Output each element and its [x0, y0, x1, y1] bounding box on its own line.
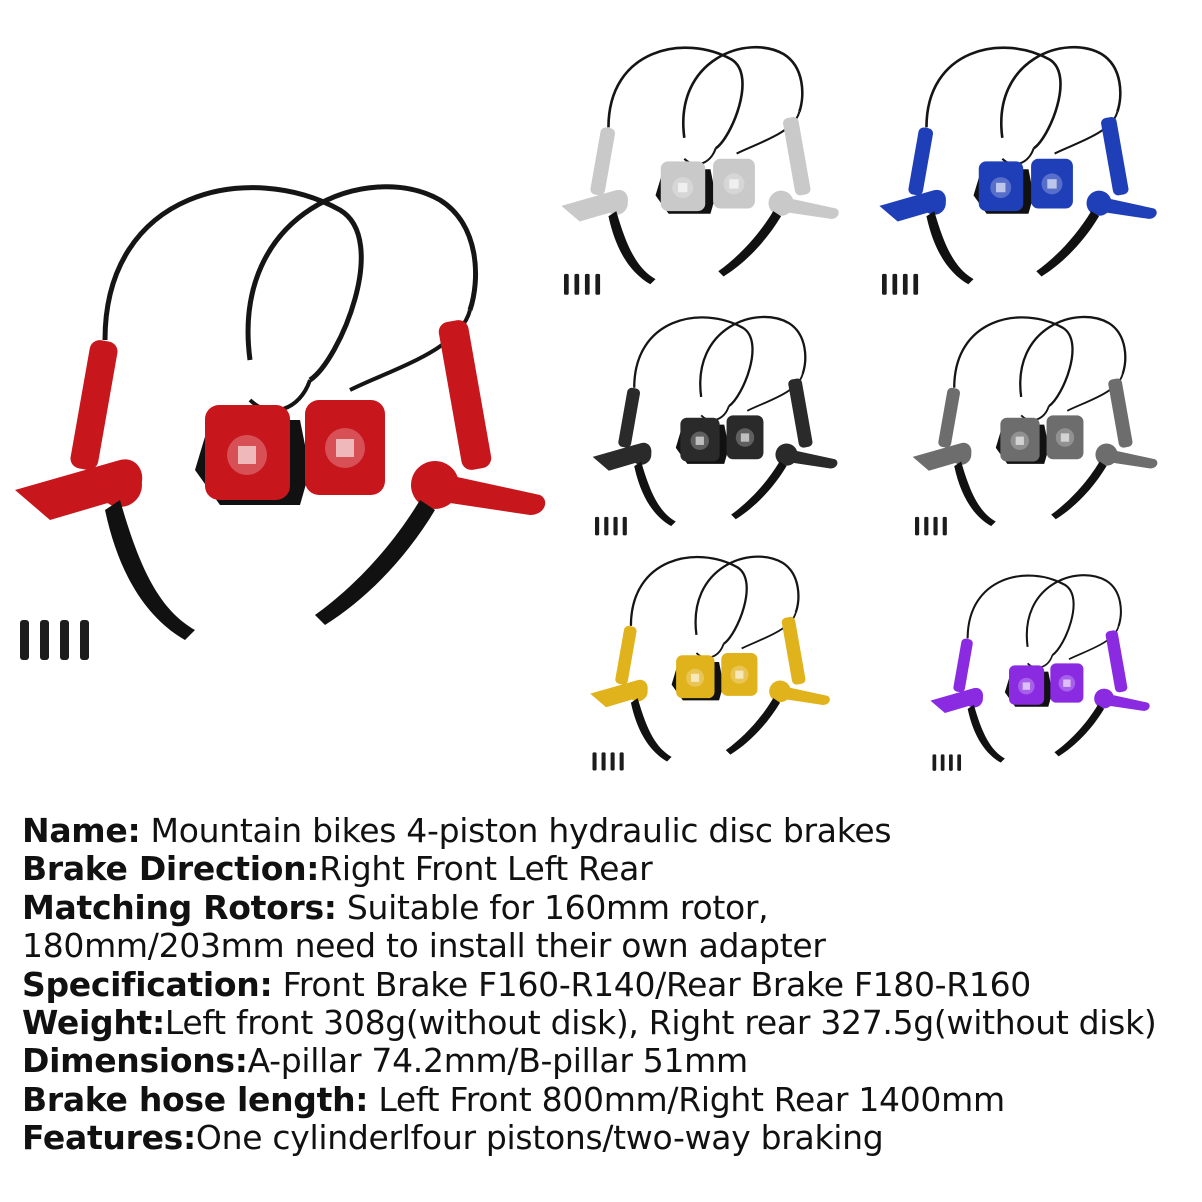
- spec-matching-rotors: Matching Rotors: Suitable for 160mm roto…: [22, 887, 1198, 927]
- spec-weight-value: Left front 308g(without disk), Right rea…: [164, 1003, 1157, 1043]
- spec-brake-hose-length: Brake hose length: Left Front 800mm/Righ…: [22, 1079, 1198, 1119]
- spec-features-value: One cylinderlfour pistons/two-way brakin…: [195, 1118, 884, 1158]
- spec-brake-hose-length-value: Left Front 800mm/Right Rear 1400mm: [368, 1079, 1005, 1119]
- spec-list: Name: Mountain bikes 4-piston hydraulic …: [22, 811, 1198, 1158]
- spec-brake-direction: Brake Direction:Right Front Left Rear: [22, 850, 1198, 888]
- silver-variant-image: [540, 28, 860, 300]
- spec-dimensions-key: Dimensions:: [22, 1041, 248, 1081]
- blue-variant-image: [858, 28, 1178, 300]
- gold-variant-image: [560, 540, 860, 775]
- purple-brake-set: [900, 560, 1180, 775]
- gold-brake-set: [560, 540, 860, 775]
- main-brake-set-image: [10, 150, 550, 670]
- spec-specification-value: Front Brake F160-R140/Rear Brake F180-R1…: [272, 964, 1032, 1004]
- spec-features-key: Features:: [22, 1118, 196, 1158]
- red-brake-set: [10, 150, 550, 670]
- spec-name: Name: Mountain bikes 4-piston hydraulic …: [22, 811, 1198, 850]
- spec-matching-rotors-continued: 180mm/203mm need to install their own ad…: [22, 927, 1198, 965]
- spec-brake-direction-value: Right Front Left Rear: [319, 849, 653, 889]
- spec-weight-key: Weight:: [22, 1003, 165, 1043]
- spec-continued-value: 180mm/203mm need to install their own ad…: [22, 926, 826, 966]
- spec-brake-direction-key: Brake Direction:: [22, 849, 320, 889]
- black-variant-image: [555, 300, 875, 540]
- spec-matching-rotors-key: Matching Rotors:: [22, 887, 337, 927]
- spec-features: Features:One cylinderlfour pistons/two-w…: [22, 1119, 1198, 1157]
- grey-variant-image: [875, 300, 1195, 540]
- spec-name-key: Name:: [22, 811, 141, 850]
- spec-dimensions-value: A-pillar 74.2mm/B-pillar 51mm: [247, 1041, 749, 1081]
- black-brake-set: [555, 300, 875, 540]
- spec-specification-key: Specification:: [22, 964, 273, 1004]
- spec-matching-rotors-value: Suitable for 160mm rotor,: [336, 887, 769, 927]
- spec-specification: Specification: Front Brake F160-R140/Rea…: [22, 964, 1198, 1004]
- purple-variant-image: [900, 560, 1180, 775]
- grey-brake-set: [875, 300, 1195, 540]
- blue-brake-set: [858, 28, 1178, 300]
- spec-brake-hose-length-key: Brake hose length:: [22, 1079, 369, 1119]
- silver-brake-set: [540, 28, 860, 300]
- spec-dimensions: Dimensions:A-pillar 74.2mm/B-pillar 51mm: [22, 1042, 1198, 1080]
- spec-weight: Weight:Left front 308g(without disk), Ri…: [22, 1003, 1198, 1043]
- spec-name-value: Mountain bikes 4-piston hydraulic disc b…: [140, 811, 892, 850]
